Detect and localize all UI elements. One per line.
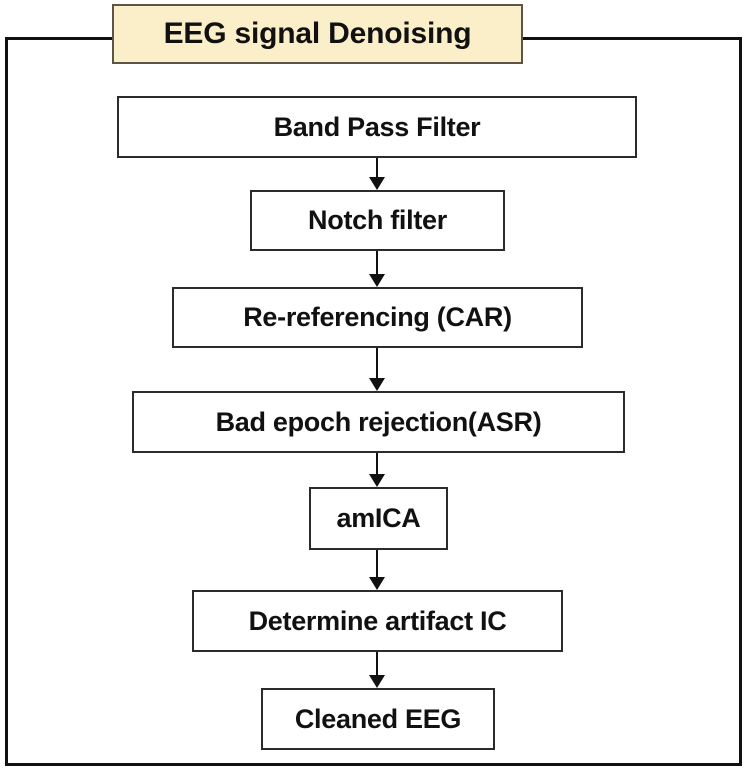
flow-node-label: amICA — [336, 503, 421, 533]
flow-arrow-band-pass-filter-to-notch-filter — [369, 158, 385, 190]
flow-node-label: Bad epoch rejection(ASR) — [215, 406, 542, 437]
flow-arrow-determine-artifact-ic-to-cleaned-eeg — [369, 652, 385, 688]
flow-arrow-notch-filter-to-re-referencing — [369, 251, 385, 287]
flow-node-label: Notch filter — [308, 205, 447, 235]
diagram-title-banner: EEG signal Denoising — [112, 4, 523, 64]
flow-arrow-amica-to-determine-artifact-ic — [369, 550, 385, 590]
flow-node-bad-epoch-rejection[interactable]: Bad epoch rejection(ASR) — [132, 391, 625, 453]
flow-node-label: Band Pass Filter — [273, 111, 481, 142]
flow-node-amica[interactable]: amICA — [309, 487, 448, 550]
flow-node-label: Determine artifact IC — [248, 605, 507, 636]
flow-arrow-re-referencing-to-bad-epoch-rejection — [369, 348, 385, 391]
page-title: EEG signal Denoising — [163, 17, 472, 50]
flow-node-determine-artifact-ic[interactable]: Determine artifact IC — [192, 590, 563, 652]
flow-arrow-bad-epoch-rejection-to-amica — [369, 453, 385, 487]
flow-node-label: Cleaned EEG — [294, 703, 462, 734]
flow-node-notch-filter[interactable]: Notch filter — [250, 190, 505, 251]
flow-node-cleaned-eeg[interactable]: Cleaned EEG — [261, 688, 495, 750]
flow-node-band-pass-filter[interactable]: Band Pass Filter — [117, 96, 637, 158]
flow-node-re-referencing-car[interactable]: Re-referencing (CAR) — [172, 287, 583, 348]
flow-node-label: Re-referencing (CAR) — [243, 302, 512, 332]
